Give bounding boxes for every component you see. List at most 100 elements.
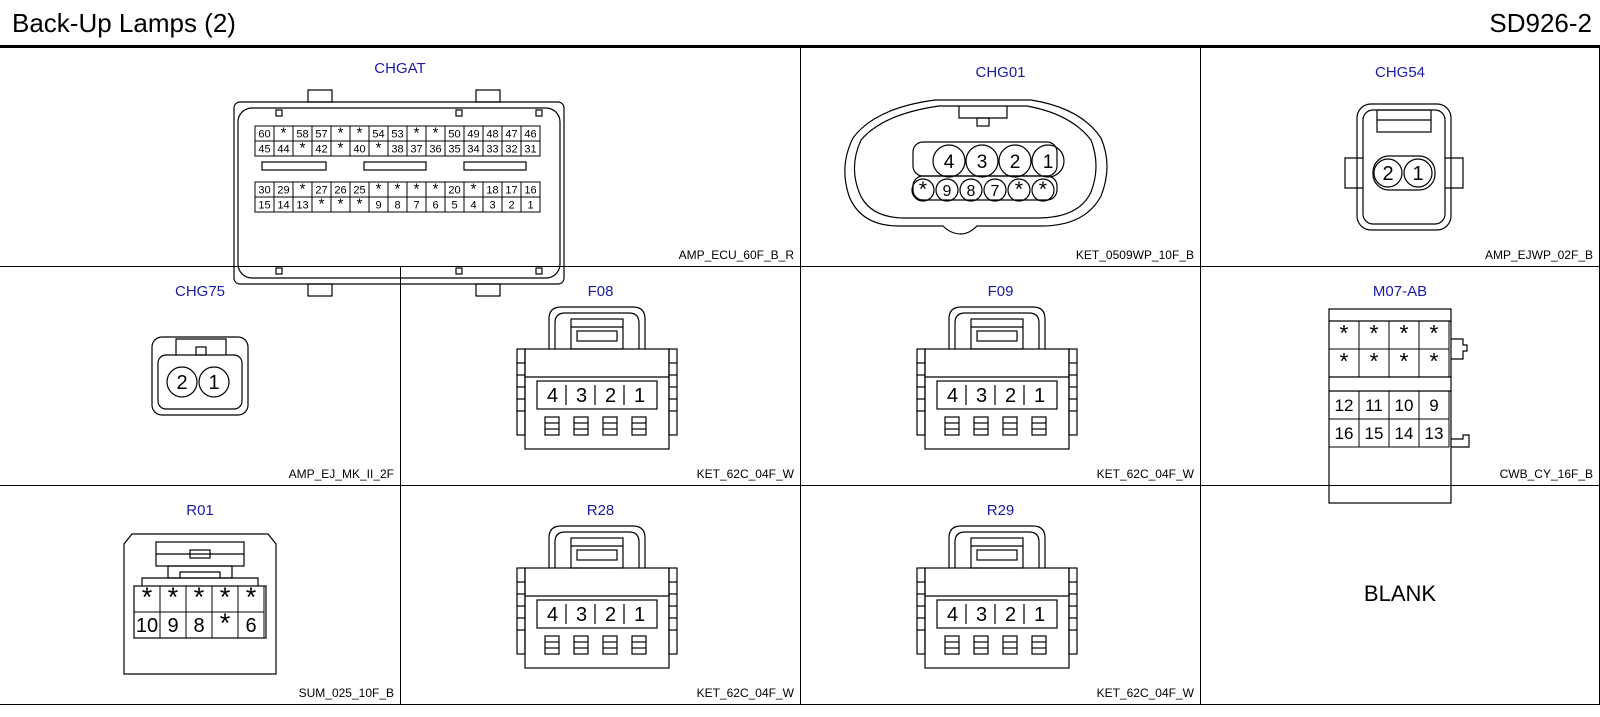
pin-label: *: [433, 181, 439, 197]
pin-circle: [911, 178, 935, 202]
pin-cell: [520, 196, 541, 213]
pin-label: 15: [1365, 424, 1384, 443]
pin-label: 14: [1395, 424, 1414, 443]
pin-circle: [1031, 178, 1055, 202]
pin-label: *: [395, 181, 401, 197]
pin-label: 29: [277, 184, 289, 196]
pin-label: *: [1340, 320, 1349, 346]
pin-label: 6: [245, 615, 256, 637]
pin-label: 50: [448, 128, 460, 140]
pin-label: *: [414, 125, 420, 141]
pin-label: *: [1370, 320, 1379, 346]
pin-label: *: [919, 176, 928, 201]
pin-label: *: [414, 181, 420, 197]
pin-label: 31: [524, 143, 536, 155]
pin-label: 47: [505, 128, 517, 140]
pin-label: 46: [524, 128, 536, 140]
pin-label: *: [300, 140, 306, 156]
pin-label: 49: [467, 128, 479, 140]
pin-label: *: [1340, 348, 1349, 374]
pin-label: 60: [258, 128, 270, 140]
pin-cell: [237, 611, 265, 639]
pin-label: 38: [391, 143, 403, 155]
pin-label: *: [220, 608, 231, 638]
pin-circle: [198, 366, 230, 398]
pin-label: 16: [524, 184, 536, 196]
pin-label: 4: [947, 385, 958, 407]
pin-label: *: [246, 582, 257, 612]
pin-label: 1: [1034, 604, 1045, 626]
pin-label: 48: [486, 128, 498, 140]
pin-label: 36: [429, 143, 441, 155]
pin-label: 20: [448, 184, 460, 196]
pin-label: 2: [1382, 163, 1393, 185]
pin-label: 5: [451, 199, 457, 211]
connector-name: M07-AB: [1372, 283, 1428, 300]
pin-label: 27: [315, 184, 327, 196]
pin-label: 30: [258, 184, 270, 196]
pin-label: *: [319, 196, 325, 212]
pin-label: 40: [353, 143, 365, 155]
pin-label: *: [1400, 320, 1409, 346]
connector-name: R01: [186, 502, 214, 519]
connector-type: KET_62C_04F_W: [696, 467, 794, 481]
pin-label: *: [300, 181, 306, 197]
pin-label: *: [1430, 348, 1439, 374]
pin-label: 44: [277, 143, 289, 155]
pin-label: *: [338, 196, 344, 212]
blank-label: BLANK: [1363, 581, 1437, 606]
connector-type: AMP_EJ_MK_II_2F: [288, 467, 394, 481]
pin-circle: [983, 178, 1007, 202]
pin-cell: [520, 140, 541, 157]
connector-type: AMP_ECU_60F_B_R: [678, 248, 794, 262]
pin-label: *: [142, 582, 153, 612]
connector-name: F09: [987, 283, 1014, 300]
pin-label: 6: [432, 199, 438, 211]
pin-label: 4: [547, 604, 558, 626]
pin-label: 26: [334, 184, 346, 196]
pin-label: *: [376, 181, 382, 197]
pin-label: 9: [943, 183, 952, 200]
pin-label: 32: [505, 143, 517, 155]
pin-label: *: [1039, 176, 1048, 201]
pin-label: *: [194, 582, 205, 612]
pin-label: 13: [296, 199, 308, 211]
pin-label: 2: [605, 385, 616, 407]
pin-label: 1: [1043, 152, 1054, 173]
connector-name: R29: [986, 502, 1015, 519]
pin-label: 35: [448, 143, 460, 155]
pin-label: 18: [486, 184, 498, 196]
pin-label: 1: [634, 604, 645, 626]
pin-label: 3: [976, 604, 987, 626]
pin-cell: [1418, 348, 1450, 378]
pin-label: 34: [467, 143, 479, 155]
pin-label: 3: [576, 385, 587, 407]
pin-circle: [998, 144, 1032, 178]
diagram-code: SD926-2: [1489, 8, 1592, 38]
pin-label: 8: [193, 615, 204, 637]
connector-type: KET_62C_04F_W: [696, 686, 794, 700]
pin-label: 4: [547, 385, 558, 407]
blank-cell: BLANK: [1201, 486, 1600, 705]
pin-label: 1: [208, 372, 219, 394]
connector-type: KET_62C_04F_W: [1096, 686, 1194, 700]
pin-label: 3: [489, 199, 495, 211]
pin-label: 57: [315, 128, 327, 140]
pin-label: 9: [375, 199, 381, 211]
pin-label: 13: [1425, 424, 1444, 443]
connector-type: AMP_EJWP_02F_B: [1484, 248, 1593, 262]
pin-label: 2: [1010, 152, 1021, 173]
pin-label: 2: [605, 604, 616, 626]
pin-label: 2: [1005, 604, 1016, 626]
connector-type: SUM_025_10F_B: [298, 686, 394, 700]
pin-label: 10: [136, 615, 158, 637]
pin-label: *: [376, 140, 382, 156]
pin-label: *: [433, 125, 439, 141]
